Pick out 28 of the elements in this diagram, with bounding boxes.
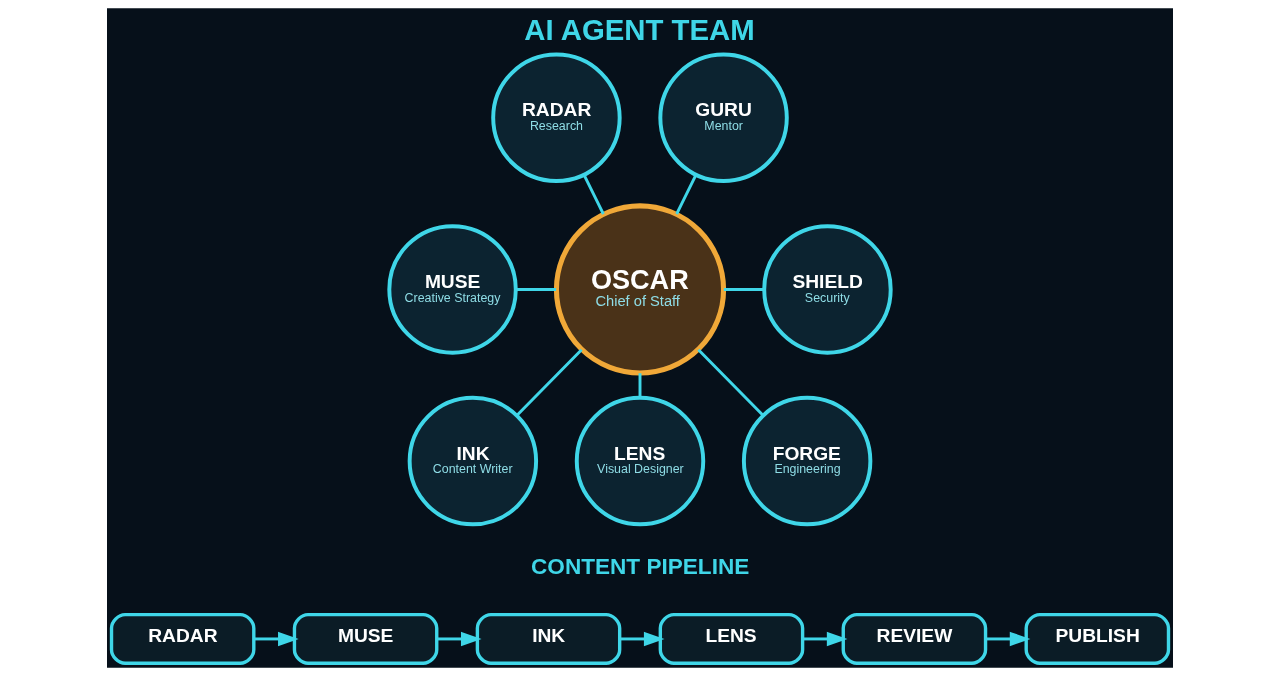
node-circle: GURU Mentor: [658, 52, 789, 183]
node-box: MUSE: [292, 612, 439, 665]
node-circle: LENS Visual Designer: [574, 395, 706, 527]
arrow: [985, 631, 1031, 647]
connector: [582, 174, 605, 215]
diagram-title: AI AGENT TEAM: [524, 12, 755, 46]
node-box: PUBLISH: [1024, 612, 1171, 665]
connector: [638, 373, 642, 398]
connector: [723, 287, 764, 291]
node-box: INK: [475, 612, 622, 665]
connector: [515, 348, 583, 417]
node-box: RADAR: [109, 612, 256, 665]
node-circle: OSCAR Chief of Staff: [553, 203, 727, 376]
arrow: [802, 631, 848, 647]
node-box: LENS: [658, 612, 805, 665]
arrow: [437, 631, 482, 647]
connector: [697, 348, 765, 417]
node-circle: MUSE Creative Strategy: [387, 224, 518, 355]
connector: [515, 287, 557, 291]
node-box: REVIEW: [841, 612, 988, 665]
node-circle: INK Content Writer: [407, 395, 539, 527]
arrow: [254, 631, 299, 647]
node-circle: SHIELD Security: [762, 224, 893, 355]
node-circle: RADAR Research: [491, 52, 622, 183]
arrow: [620, 631, 665, 647]
label: CONTENT PIPELINE: [531, 554, 750, 580]
node-circle: FORGE Engineering: [741, 395, 873, 527]
connector: [675, 174, 698, 215]
